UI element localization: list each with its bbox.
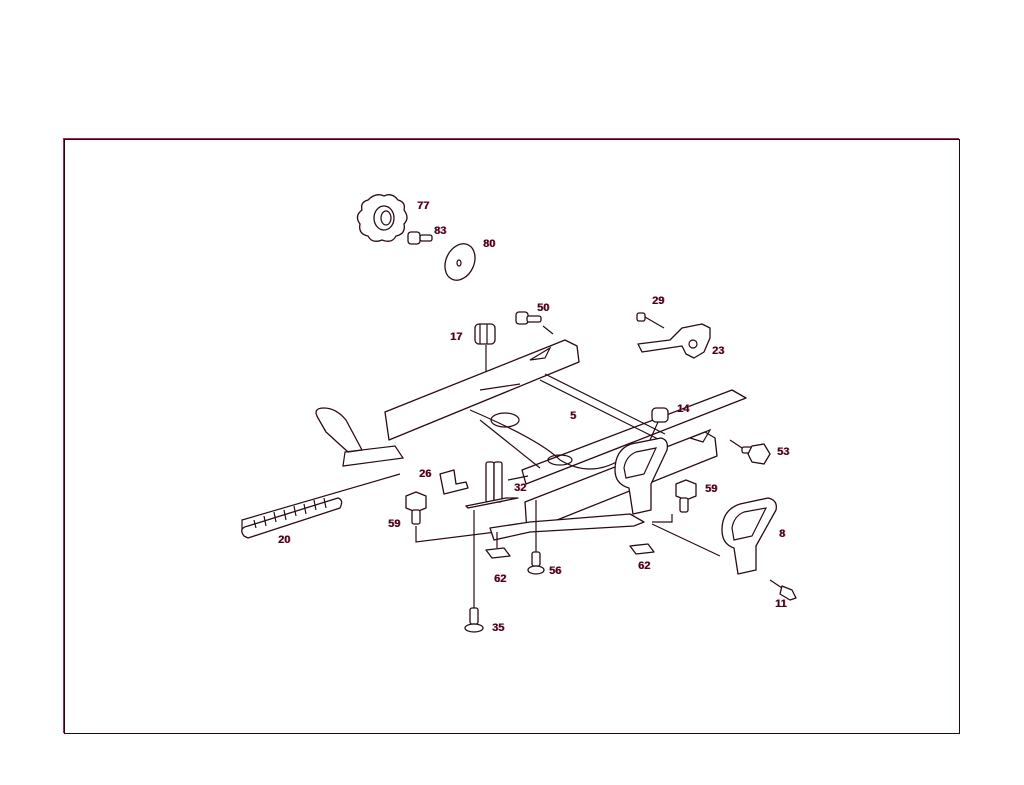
callout-62-left: 62 — [494, 573, 507, 585]
bolt-part — [515, 311, 554, 335]
callout-8: 8 — [779, 528, 786, 540]
handle-part — [614, 437, 669, 515]
bracket-part — [439, 469, 469, 495]
bolt-part — [729, 439, 771, 465]
lever-part — [637, 323, 711, 359]
washer-part — [444, 243, 476, 281]
callout-32: 32 — [514, 482, 527, 494]
adjuster-knob-part — [356, 194, 408, 242]
pin-part — [636, 312, 665, 329]
callout-26: 26 — [419, 468, 432, 480]
bolt-part — [407, 231, 433, 245]
flange-bolt-part — [405, 491, 506, 543]
callout-83: 83 — [434, 225, 447, 237]
screw-part — [464, 607, 484, 633]
callout-59-left: 59 — [388, 518, 401, 530]
cage-nut-part — [629, 543, 655, 555]
bracket-part — [465, 461, 529, 608]
callout-50: 50 — [537, 302, 550, 314]
spring-part — [241, 473, 401, 539]
callout-59-right: 59 — [705, 483, 718, 495]
callout-11: 11 — [775, 598, 787, 610]
callout-23: 23 — [712, 345, 725, 357]
callout-80: 80 — [483, 238, 496, 250]
callout-14: 14 — [677, 403, 690, 415]
screw-part — [527, 500, 545, 575]
lower-strap — [489, 513, 721, 557]
callout-56: 56 — [549, 565, 562, 577]
clip-part — [649, 407, 669, 441]
callout-17: 17 — [450, 331, 463, 343]
callout-35: 35 — [492, 622, 505, 634]
handle-part — [721, 497, 777, 575]
diagram-frame — [64, 139, 960, 734]
callout-53: 53 — [777, 446, 790, 458]
callout-5: 5 — [570, 410, 577, 422]
callout-62-right: 62 — [638, 560, 651, 572]
clip-pin-part — [769, 579, 797, 601]
callout-29: 29 — [652, 295, 665, 307]
rail-end-loop — [315, 407, 405, 467]
callout-77: 77 — [417, 200, 430, 212]
callout-20: 20 — [278, 534, 291, 546]
cage-nut-part — [485, 532, 511, 559]
flange-bolt-part — [652, 479, 697, 523]
seat-rails — [384, 339, 747, 533]
